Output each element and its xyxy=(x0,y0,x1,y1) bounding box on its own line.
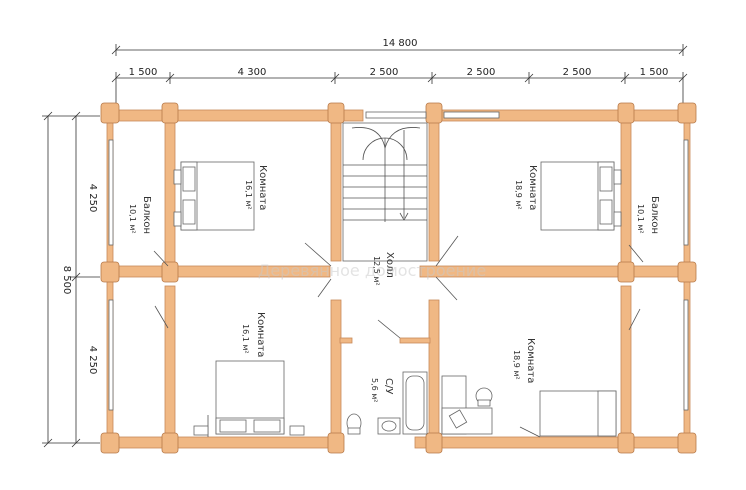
room-area: 5,6 м² xyxy=(370,378,379,403)
windows xyxy=(108,111,689,411)
watermark: Деревянное домостроение xyxy=(258,261,486,280)
dimension-segment-label: 2 500 xyxy=(467,67,496,78)
room-area: 10,1 м² xyxy=(636,204,645,234)
dimension-segments: 1 500 4 300 2 500 2 500 2 500 1 500 xyxy=(111,67,688,108)
dimension-segment-label: 1 500 xyxy=(640,67,669,78)
room-label-bedroom-bottom-left: Комната 16,1 м² xyxy=(241,312,266,357)
dimension-segment-label: 2 500 xyxy=(563,67,592,78)
room-area: 10,1 м² xyxy=(128,204,137,234)
room-area: 18,9 м² xyxy=(514,180,523,210)
room-name: Комната xyxy=(257,165,268,210)
bed-icon xyxy=(540,161,622,231)
room-area: 18,9 м² xyxy=(512,350,521,380)
room-name: Комната xyxy=(255,312,266,357)
dimension-left-segment-label: 4 250 xyxy=(87,346,98,375)
room-name: Комната xyxy=(527,165,538,210)
staircase xyxy=(342,122,428,262)
room-label-bedroom-bottom-right: Комната 18,9 м² xyxy=(512,338,536,383)
dimension-left: 8 500 4 250 4 250 xyxy=(42,111,100,448)
room-label-bedroom-top-right: Комната 18,9 м² xyxy=(514,165,538,210)
sink-icon xyxy=(377,417,401,435)
room-name: Комната xyxy=(525,338,536,383)
room-name: Холл xyxy=(384,252,395,278)
dimension-left-segment-label: 4 250 xyxy=(87,184,98,213)
dimension-segment-label: 1 500 xyxy=(129,67,158,78)
dimension-total-width: 14 800 xyxy=(111,38,688,56)
dimension-total-height-label: 8 500 xyxy=(61,266,72,295)
room-name: Балкон xyxy=(649,196,660,234)
room-label-hall: Холл 12,5 м² xyxy=(372,252,395,286)
room-label-balcony-left: Балкон 10,1 м² xyxy=(128,196,152,234)
door-swings xyxy=(153,235,644,438)
bathtub-icon xyxy=(402,371,428,435)
room-area: 12,5 м² xyxy=(372,256,381,286)
toilet-icon xyxy=(346,413,362,435)
dimension-segment-label: 2 500 xyxy=(370,67,399,78)
room-label-bedroom-top-left: Комната 16,1 м² xyxy=(244,165,268,210)
room-area: 16,1 м² xyxy=(241,324,250,354)
bed-icon xyxy=(193,360,305,436)
room-label-balcony-right: Балкон 10,1 м² xyxy=(636,196,660,234)
dimension-segment-label: 4 300 xyxy=(238,67,267,78)
room-label-bathroom: С/У 5,6 м² xyxy=(370,378,394,403)
desk-icon xyxy=(441,375,493,435)
bed-icon xyxy=(539,390,617,437)
log-posts xyxy=(100,102,697,454)
room-area: 16,1 м² xyxy=(244,180,253,210)
dimension-total-width-label: 14 800 xyxy=(383,38,418,49)
bed-icon xyxy=(173,161,255,231)
room-name: Балкон xyxy=(141,196,152,234)
room-name: С/У xyxy=(383,378,394,394)
